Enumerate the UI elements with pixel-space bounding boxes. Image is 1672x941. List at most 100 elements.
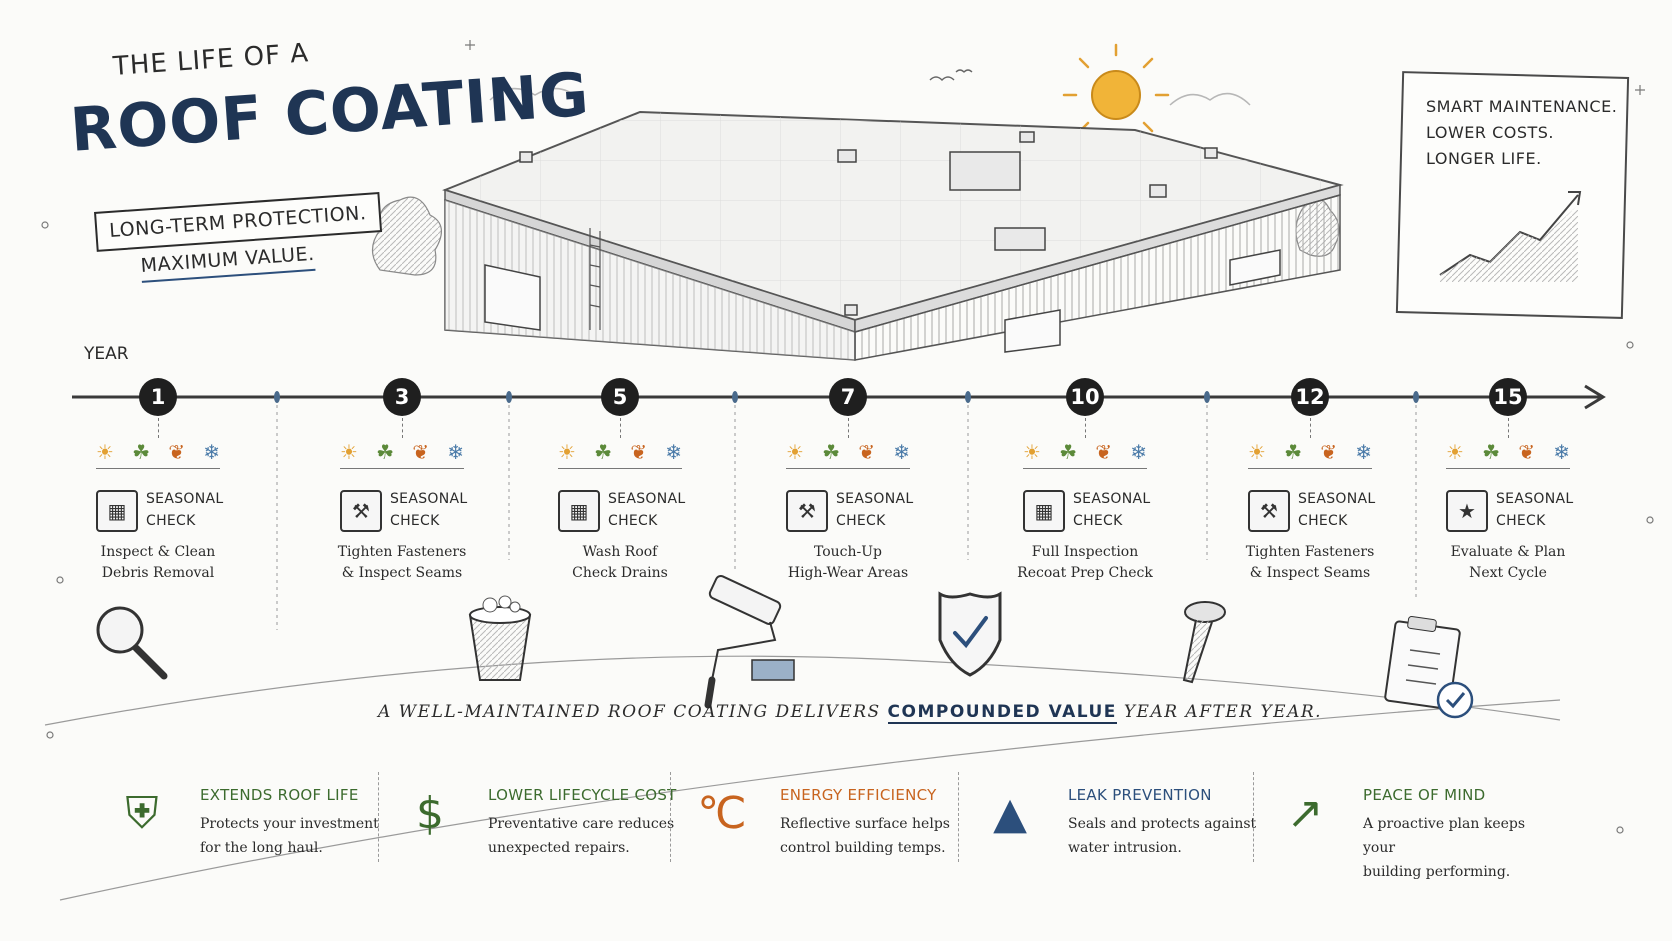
season-icons-row: ☀☘❦❄ (1248, 440, 1372, 469)
sun-icon: ☀ (96, 440, 114, 464)
benefit-title: LOWER LIFECYCLE COST (488, 786, 677, 804)
task-line: High-Wear Areas (787, 565, 909, 581)
year-marker: 10 (1066, 378, 1104, 416)
snowflake-icon: ❄ (447, 440, 464, 464)
sprout-icon: ☘ (822, 440, 841, 464)
task-line: Wash Roof (582, 544, 658, 560)
season-icons-row: ☀ ☘ ❦ ❄ (786, 440, 910, 469)
check-title-line: CHECK (390, 513, 440, 529)
sprout-icon: ☘ (1059, 440, 1078, 464)
task-line: Debris Removal (101, 565, 215, 581)
benefit-divider (378, 772, 380, 862)
check-title-line: SEASONAL (1073, 491, 1151, 507)
marker-connector (848, 418, 850, 438)
leaf-icon: ❦ (1320, 440, 1338, 464)
magnifier-icon (96, 606, 168, 680)
cloud-icon (489, 87, 581, 101)
year-marker: 5 (601, 378, 639, 416)
benefit-title: PEACE OF MIND (1363, 786, 1486, 804)
benefit-desc-line: Preventative care reduces (488, 816, 675, 832)
leaf-icon: ❦ (630, 440, 648, 464)
marker-connector (402, 418, 404, 438)
snowflake-icon: ❄ (893, 440, 910, 464)
leaf-icon: ❦ (1095, 440, 1113, 464)
warehouse-building-illustration (442, 110, 1344, 361)
benefit-desc-line: Seals and protects against (1068, 816, 1257, 832)
tagline-after: YEAR AFTER YEAR. (1123, 702, 1323, 722)
task-line: Full Inspection (1031, 544, 1139, 560)
check-title-line: CHECK (836, 513, 886, 529)
task-line: & Inspect Seams (341, 565, 463, 581)
benefit-divider (1253, 772, 1255, 862)
calendar-drop-icon: ▦ (558, 490, 600, 532)
check-title-line: SEASONAL (608, 491, 686, 507)
calendar-shield-icon: ▦ (1023, 490, 1065, 532)
benefit-desc-line: A proactive plan keeps your (1363, 816, 1526, 856)
task-line: Recoat Prep Check (1017, 565, 1153, 581)
callout-box (1395, 71, 1630, 319)
marker-connector (1310, 418, 1312, 438)
calendar-icon: ▦ (96, 490, 138, 532)
hammer-icon: ⚒ (786, 490, 828, 532)
task-line: Evaluate & Plan (1450, 544, 1566, 560)
sun-icon: ☀ (786, 440, 804, 464)
season-icons-row: ☀☘❦❄ (340, 440, 464, 469)
snowflake-icon: ❄ (203, 440, 220, 464)
tree-icon (371, 196, 442, 276)
shield-check-icon (938, 591, 1002, 677)
benefit-divider (958, 772, 960, 862)
leaf-icon: ❦ (1518, 440, 1536, 464)
year-marker: 7 (829, 378, 867, 416)
sun-icon: ☀ (1248, 440, 1266, 464)
maintenance-task: Tighten Fasteners& Inspect Seams (1220, 542, 1400, 584)
sprout-icon: ☘ (1482, 440, 1501, 464)
task-line: Check Drains (572, 565, 668, 581)
calendar-star-icon: ★ (1446, 490, 1488, 532)
benefit-divider (670, 772, 672, 862)
sprout-icon: ☘ (376, 440, 395, 464)
check-title-line: CHECK (1496, 513, 1546, 529)
callout-text: SMART MAINTENANCE. LOWER COSTS. LONGER L… (1426, 94, 1617, 172)
task-line: Touch-Up (813, 544, 883, 560)
task-line: Tighten Fasteners (1245, 544, 1375, 560)
check-title-line: CHECK (1298, 513, 1348, 529)
sprout-icon: ☘ (132, 440, 151, 464)
cloud-icon (1169, 92, 1251, 106)
callout-line: LOWER COSTS. (1426, 123, 1555, 142)
benefit-desc-line: Protects your investment (200, 816, 379, 832)
year-marker: 12 (1291, 378, 1329, 416)
marker-connector (1085, 418, 1087, 438)
marker-connector (158, 418, 160, 438)
snowflake-icon: ❄ (665, 440, 682, 464)
sprout-icon: ☘ (1284, 440, 1303, 464)
water-drop-icon: ▲ (993, 787, 1027, 839)
benefit-title: ENERGY EFFICIENCY (780, 786, 937, 804)
season-icons-row: ☀ ☘ ❦ ❄ (558, 440, 682, 469)
sprout-icon: ☘ (594, 440, 613, 464)
sun-icon: ☀ (558, 440, 576, 464)
benefit-desc-line: Reflective surface helps (780, 816, 950, 832)
timeline-axis-label: YEAR (84, 344, 129, 364)
task-line: Inspect & Clean (100, 544, 216, 560)
snowflake-icon: ❄ (1130, 440, 1147, 464)
wrench-icon: ⚒ (340, 490, 382, 532)
year-marker: 3 (383, 378, 421, 416)
marker-connector (1508, 418, 1510, 438)
callout-line: SMART MAINTENANCE. (1426, 97, 1618, 116)
year-marker: 1 (139, 378, 177, 416)
screw-icon (1182, 601, 1226, 684)
wrench-icon: ⚒ (1248, 490, 1290, 532)
leaf-icon: ❦ (858, 440, 876, 464)
value-tagline: A WELL-MAINTAINED ROOF COATING DELIVERS … (378, 702, 1323, 724)
